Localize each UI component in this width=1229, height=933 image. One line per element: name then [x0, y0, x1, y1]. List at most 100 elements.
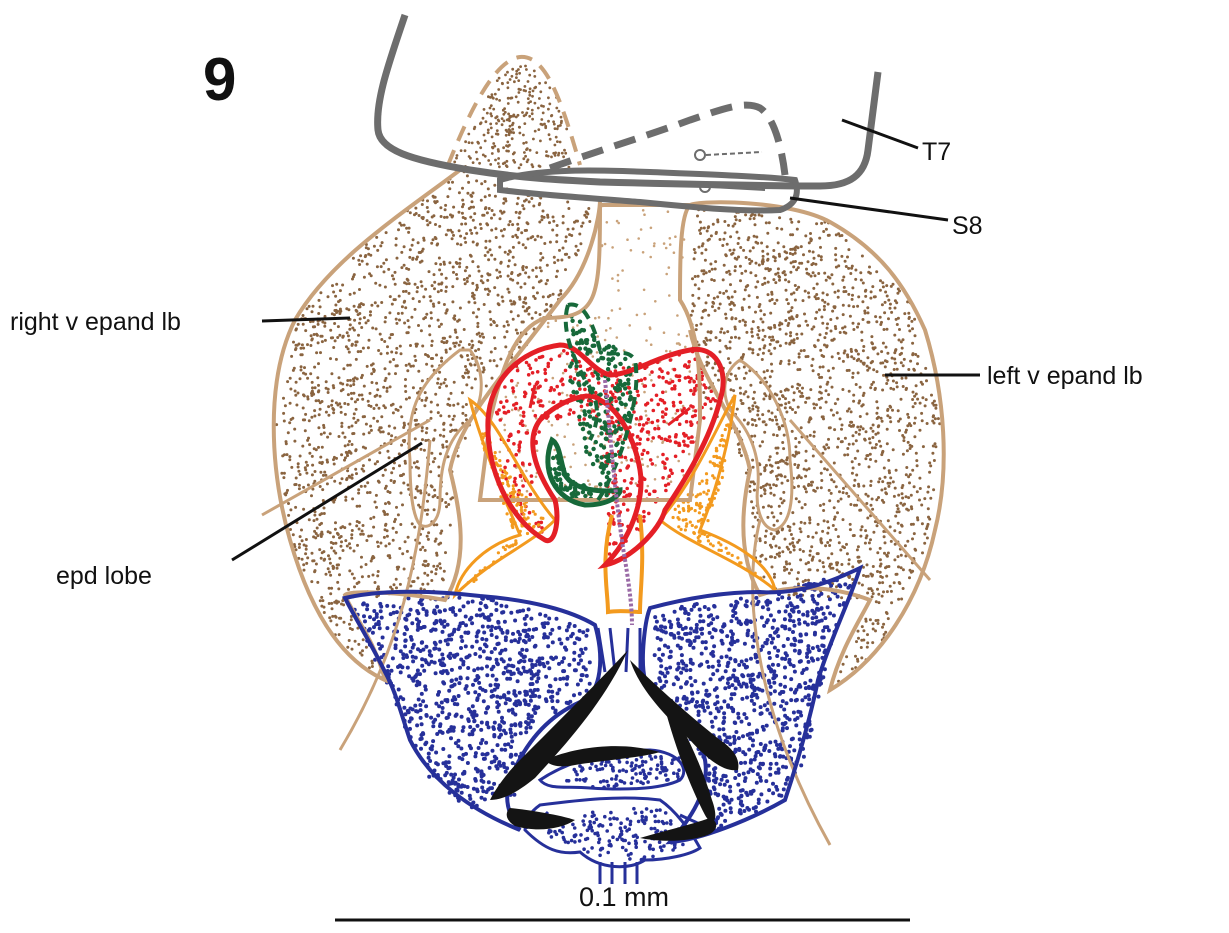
stipple-dot — [694, 275, 697, 278]
stipple-dot — [793, 463, 796, 466]
stipple-dot — [828, 544, 831, 547]
stipple-dot — [560, 120, 563, 123]
stipple-dot — [618, 469, 622, 473]
stipple-dot — [719, 350, 722, 353]
stipple-dot — [471, 200, 474, 203]
stipple-dot — [880, 489, 883, 492]
stipple-dot — [874, 629, 877, 632]
stipple-dot — [788, 594, 791, 597]
stipple-dot — [765, 423, 768, 426]
stipple-dot — [531, 269, 534, 272]
stipple-dot — [776, 423, 779, 426]
stipple-dot — [474, 378, 477, 381]
stipple-dot — [452, 266, 455, 269]
stipple-dot — [559, 481, 563, 485]
stipple-dot — [781, 482, 784, 485]
stipple-dot — [497, 408, 501, 412]
stipple-dot — [544, 372, 548, 376]
stipple-dot — [771, 566, 774, 569]
stipple-dot — [434, 540, 437, 543]
stipple-dot — [656, 456, 659, 459]
stipple-dot — [476, 322, 479, 325]
stipple-dot — [864, 618, 867, 621]
stipple-dot — [417, 490, 420, 493]
stipple-dot — [409, 211, 412, 214]
stipple-dot — [486, 211, 489, 214]
stipple-dot — [825, 389, 828, 392]
stipple-dot — [456, 336, 459, 339]
stipple-dot — [367, 535, 370, 538]
stipple-dot — [528, 382, 532, 386]
stipple-dot — [801, 387, 804, 390]
stipple-dot — [298, 543, 301, 546]
stipple-dot — [774, 556, 777, 559]
stipple-dot — [319, 471, 322, 474]
stipple-dot — [327, 414, 330, 417]
stipple-dot — [383, 270, 386, 273]
stipple-dot — [326, 436, 329, 439]
stipple-dot — [843, 546, 846, 549]
stipple-dot — [733, 304, 736, 307]
stipple-dot — [871, 595, 874, 598]
stipple-dot — [409, 344, 412, 347]
stipple-dot — [850, 267, 853, 270]
stipple-dot — [419, 261, 422, 264]
stipple-dot — [637, 237, 640, 240]
stipple-dot — [525, 141, 528, 144]
stipple-dot — [290, 355, 293, 358]
stipple-dot — [738, 320, 741, 323]
stipple-dot — [383, 340, 386, 343]
stipple-dot — [391, 303, 394, 306]
stipple-dot — [784, 581, 787, 584]
stipple-dot — [389, 586, 392, 589]
stipple-dot — [840, 498, 843, 501]
stipple-dot — [871, 436, 874, 439]
stipple-dot — [319, 408, 322, 411]
stipple-dot — [766, 267, 769, 270]
stipple-dot — [866, 356, 869, 359]
stipple-dot — [846, 453, 849, 456]
stipple-dot — [357, 334, 360, 337]
stipple-dot — [857, 353, 860, 356]
stipple-dot — [362, 524, 365, 527]
stipple-dot — [925, 379, 928, 382]
stipple-dot — [318, 299, 321, 302]
stipple-dot — [721, 244, 724, 247]
stipple-dot — [365, 321, 368, 324]
stipple-dot — [304, 552, 307, 555]
stipple-dot — [815, 403, 818, 406]
stipple-dot — [464, 140, 467, 143]
stipple-dot — [627, 446, 630, 449]
stipple-dot — [340, 535, 343, 538]
stipple-dot — [869, 386, 872, 389]
stipple-dot — [848, 558, 851, 561]
stipple-dot — [437, 411, 440, 414]
stipple-dot — [725, 317, 728, 320]
stipple-dot — [902, 364, 905, 367]
stipple-dot — [365, 423, 368, 426]
stipple-dot — [521, 461, 525, 465]
stipple-dot — [808, 418, 811, 421]
stipple-dot — [713, 297, 716, 300]
stipple-dot — [585, 338, 589, 342]
stipple-dot — [526, 307, 529, 310]
stipple-dot — [330, 336, 333, 339]
stipple-dot — [721, 434, 724, 437]
stipple-dot — [534, 358, 538, 362]
stipple-dot — [708, 270, 711, 273]
stipple-dot — [465, 383, 468, 386]
stipple-dot — [810, 545, 813, 548]
stipple-dot — [808, 516, 811, 519]
stipple-dot — [441, 444, 444, 447]
stipple-dot — [768, 349, 771, 352]
stipple-dot — [354, 640, 357, 643]
stipple-dot — [682, 507, 685, 510]
stipple-dot — [384, 523, 387, 526]
stipple-dot — [546, 214, 549, 217]
stipple-dot — [417, 504, 420, 507]
stipple-dot — [505, 396, 508, 399]
stipple-dot — [325, 411, 328, 414]
stipple-dot — [452, 342, 455, 345]
stipple-dot — [934, 407, 937, 410]
stipple-dot — [829, 539, 832, 542]
